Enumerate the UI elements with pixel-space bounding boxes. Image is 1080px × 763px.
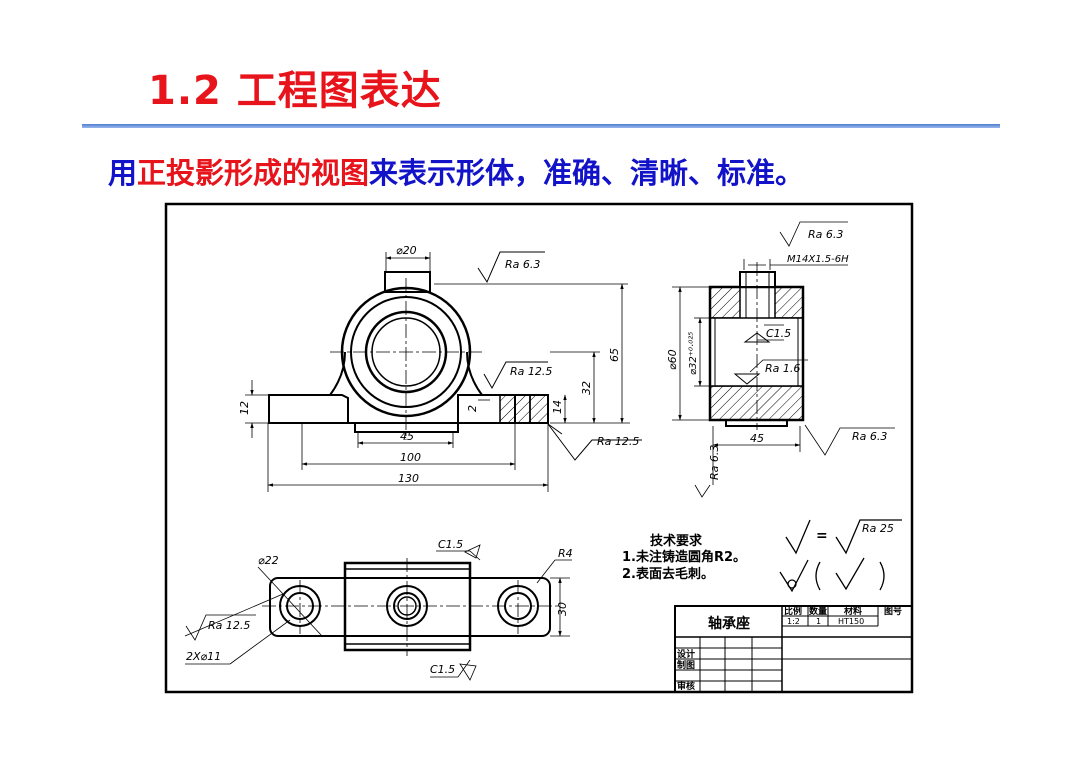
ra-front-mid: Ra 12.5 [510, 365, 552, 378]
dim-boss-diameter: ⌀20 [396, 244, 417, 257]
tb-head-material: 材料 [843, 605, 862, 617]
tb-draw: 制图 [677, 659, 695, 671]
tb-head-drawing-no: 图号 [884, 606, 902, 617]
side-boss [739, 271, 776, 288]
chamfer-bottom: C1.5 [430, 663, 455, 676]
base-left-flange [268, 394, 349, 424]
dim-100: 100 [400, 451, 421, 464]
holes-callout: 2X⌀11 [186, 650, 221, 663]
tb-scale: 1:2 [787, 617, 800, 626]
tb-head-qty: 数量 [809, 605, 827, 617]
subtitle-part-3: 来表示形体，准确、清晰、标准。 [369, 156, 805, 190]
ra-side-left: Ra 6.3 [708, 445, 721, 480]
title-block [674, 605, 913, 693]
ra-side-top: Ra 6.3 [808, 228, 843, 241]
subtitle-part-1: 用 [108, 156, 138, 190]
slide-subtitle: 用正投影形成的视图来表示形体，准确、清晰、标准。 [108, 150, 804, 192]
dim-2: 2 [466, 405, 479, 412]
dim-14: 14 [551, 400, 564, 414]
chamfer-side: C1.5 [766, 327, 791, 340]
dim-r4: R4 [558, 547, 573, 560]
dim-d22: ⌀22 [258, 554, 279, 567]
dim-30: 30 [556, 602, 569, 616]
base-outline [269, 577, 551, 637]
front-view [245, 251, 642, 492]
dim-d60: ⌀60 [666, 349, 679, 370]
tb-review: 审核 [677, 680, 695, 692]
dim-12: 12 [238, 401, 251, 415]
tb-design: 设计 [677, 648, 695, 660]
slide-title: 1.2 工程图表达 [148, 68, 442, 114]
dim-65: 65 [608, 348, 621, 362]
tb-qty: 1 [816, 617, 821, 626]
subtitle-part-2: 正投影形成的视图 [137, 156, 370, 190]
part-name: 轴承座 [708, 615, 750, 632]
dim-d32: ⌀32⁺⁰·⁰²⁵ [688, 332, 699, 375]
technical-notes: 技术要求 1.未注铸造圆角R2。 2.表面去毛刺。 = Ra 25 [622, 519, 902, 593]
base-foot [354, 423, 459, 433]
thread-callout: M14X1.5-6H [787, 254, 849, 265]
notes-line-2: 2.表面去毛刺。 [622, 566, 714, 582]
dim-45-side: 45 [750, 432, 764, 445]
ra-side-right: Ra 6.3 [852, 430, 887, 443]
ra-front-bottom: Ra 12.5 [597, 435, 639, 448]
chamfer-top: C1.5 [438, 538, 463, 551]
top-boss [384, 271, 431, 293]
notes-line-1: 1.未注铸造圆角R2。 [622, 549, 746, 565]
tb-material: HT150 [838, 617, 864, 626]
dim-45-front: 45 [400, 430, 414, 443]
drawing-frame [164, 202, 914, 694]
top-view [184, 544, 572, 681]
tb-head-scale: 比例 [784, 605, 802, 617]
side-view [672, 221, 895, 498]
dim-32: 32 [580, 381, 593, 395]
ra-side-bore: Ra 1.6 [765, 362, 800, 375]
ra-front-top: Ra 6.3 [505, 258, 540, 271]
title-underline [82, 124, 1000, 128]
notes-title: 技术要求 [650, 533, 703, 549]
notes-equals: = [816, 528, 828, 544]
dim-130: 130 [398, 472, 419, 485]
ra-general: Ra 25 [862, 522, 894, 535]
ra-top-view: Ra 12.5 [208, 619, 250, 632]
center-block [343, 561, 472, 652]
